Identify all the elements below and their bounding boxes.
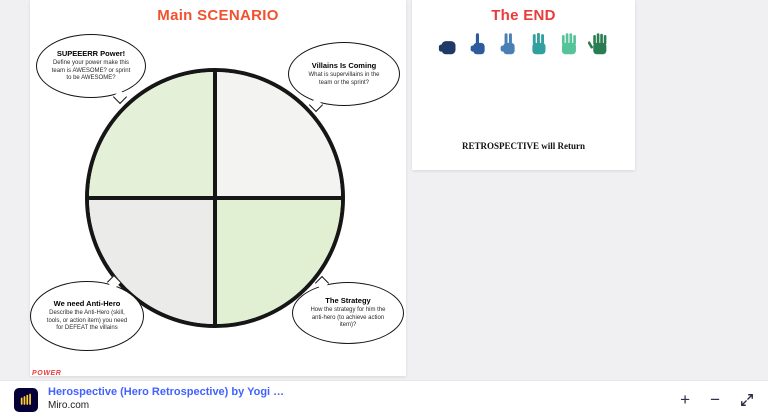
speech-bubble-villains: Villains Is Coming What is supervillains… xyxy=(288,42,400,113)
hand-five-icon xyxy=(588,33,607,55)
hand-three-icon xyxy=(532,32,546,55)
fullscreen-expand-icon xyxy=(741,393,753,406)
bubble-desc: Define your power make this team is AWES… xyxy=(51,60,131,82)
zoom-in-button[interactable]: + xyxy=(680,390,691,409)
speech-bubble-anti-hero: We need Anti-Hero Describe the Anti-Hero… xyxy=(30,274,144,351)
hand-four-icon xyxy=(561,33,576,55)
cross-horizontal-bar xyxy=(89,196,341,200)
end-frame-subtitle: RETROSPECTIVE will Return xyxy=(461,141,586,151)
miro-site-link[interactable]: Miro.com xyxy=(48,400,90,412)
speech-bubble-super-power: SUPEEERR Power! Define your power make t… xyxy=(36,34,146,105)
viewer-controls: + − xyxy=(680,391,754,408)
fist-of-five-hands xyxy=(412,32,635,59)
the-end-frame: The END xyxy=(412,0,635,170)
bubble-desc: What is supervillains in the team or the… xyxy=(308,72,380,86)
bubble-title: Villains Is Coming xyxy=(311,61,377,70)
board-title-link[interactable]: Herospective (Hero Retrospective) by Yog… xyxy=(48,386,285,399)
miro-logo[interactable] xyxy=(14,387,38,412)
bubble-title: SUPEEERR Power! xyxy=(56,49,126,59)
main-frame-title: Main SCENARIO xyxy=(157,7,279,24)
zoom-out-button[interactable]: − xyxy=(710,390,720,409)
bubble-title: The Strategy xyxy=(325,296,371,306)
hand-two-icon xyxy=(500,33,515,55)
bubble-title: We need Anti-Hero xyxy=(53,299,121,309)
miro-logo-icon xyxy=(20,393,31,405)
end-frame-title: The END xyxy=(491,7,556,24)
embed-footer-bar: Herospective (Hero Retrospective) by Yog… xyxy=(0,380,768,418)
bubble-desc: Describe the Anti-Hero (skill, tools, or… xyxy=(46,310,128,332)
hand-one-icon xyxy=(470,33,485,55)
hand-fist-icon xyxy=(438,41,456,55)
attribution-block: Herospective (Hero Retrospective) by Yog… xyxy=(48,386,284,412)
bubble-desc: How the strategy for him the anti-hero (… xyxy=(310,307,386,329)
power-label: POWER xyxy=(32,370,62,377)
fullscreen-button[interactable] xyxy=(740,393,754,407)
speech-bubble-strategy: The Strategy How the strategy for him th… xyxy=(292,275,404,344)
main-scenario-frame: Main SCENARIO SUPEEERR Power! Define you… xyxy=(30,0,406,376)
